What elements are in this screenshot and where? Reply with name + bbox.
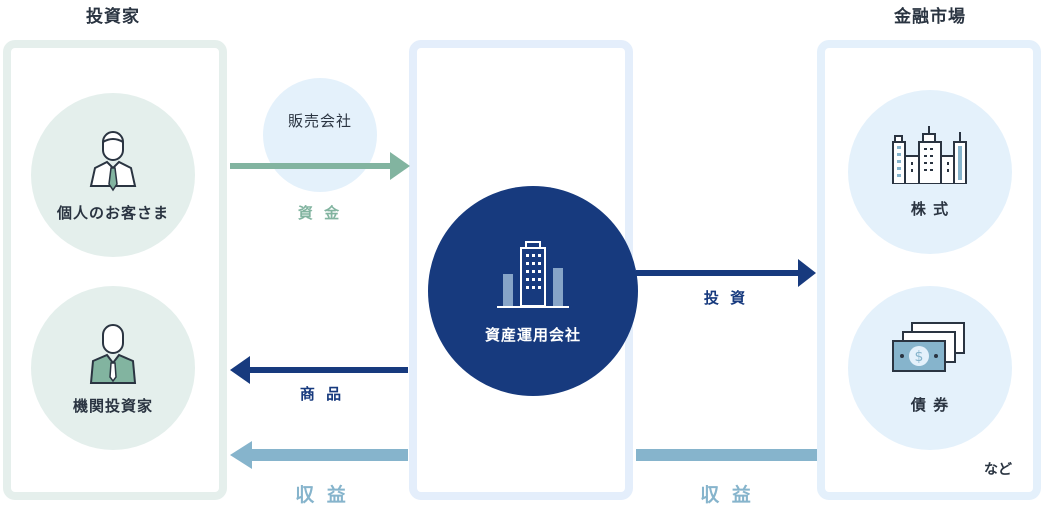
investors-box — [3, 40, 227, 500]
products-label: 商 品 — [299, 385, 345, 403]
products-arrow — [246, 367, 408, 373]
individual-investor-label: 個人のお客さま — [56, 203, 169, 222]
markets-etc-note: など — [984, 462, 1012, 478]
institutional-investor-label: 機関投資家 — [72, 396, 153, 415]
distributor-label: 販売会社 — [287, 111, 352, 130]
stocks-node: 株 式 — [848, 90, 1012, 254]
institutional-investor-node: 機関投資家 — [31, 286, 195, 450]
business-person-icon — [89, 323, 137, 384]
buildings-icon — [892, 125, 967, 184]
funds-label: 資 金 — [297, 204, 343, 222]
office-building-icon — [497, 240, 569, 308]
markets-header: 金融市場 — [894, 7, 966, 27]
products-arrowhead-icon — [230, 356, 250, 384]
invest-label: 投 資 — [703, 289, 749, 307]
stocks-label: 株 式 — [910, 199, 950, 218]
funds-arrow — [230, 163, 392, 169]
invest-arrow — [636, 270, 800, 276]
funds-arrowhead-icon — [390, 152, 410, 180]
asset-manager-node: 資産運用会社 — [428, 186, 638, 396]
returns-bar-right — [636, 449, 817, 461]
returns-label-right: 収 益 — [700, 484, 754, 506]
returns-arrow-left — [250, 449, 408, 461]
individual-investor-node: 個人のお客さま — [31, 93, 195, 257]
invest-arrowhead-icon — [798, 259, 816, 287]
investors-header: 投資家 — [86, 7, 140, 27]
asset-manager-label: 資産運用会社 — [484, 325, 581, 344]
markets-box — [817, 40, 1041, 500]
returns-arrowhead-icon — [230, 441, 252, 469]
distributor-node: 販売会社 — [263, 78, 377, 192]
banknotes-icon: $ — [892, 321, 965, 372]
returns-label-left: 収 益 — [295, 484, 349, 506]
bonds-node: $ 債 券 — [848, 286, 1012, 450]
svg-text:$: $ — [915, 349, 924, 365]
person-icon — [89, 130, 137, 191]
bonds-label: 債 券 — [910, 395, 950, 414]
